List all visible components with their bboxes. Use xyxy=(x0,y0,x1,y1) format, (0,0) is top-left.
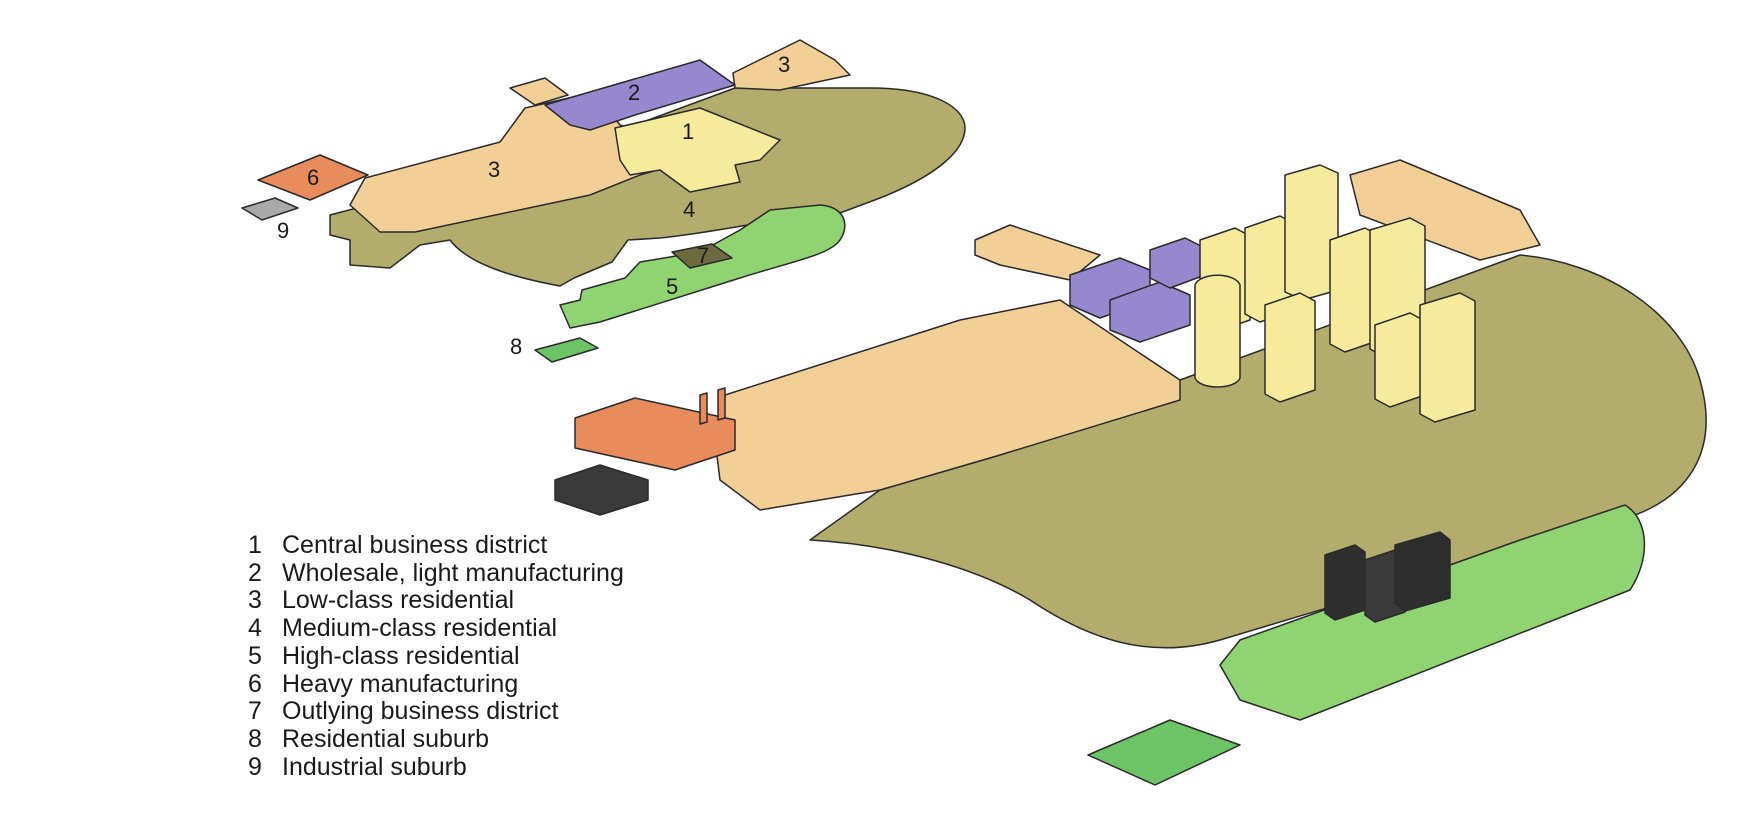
legend-item-text: Medium-class residential xyxy=(282,614,558,643)
zone-map: 1 2 3 3 4 5 6 7 8 9 xyxy=(241,39,966,363)
legend-item: 2 Wholesale, light manufacturing xyxy=(248,558,624,588)
city-wholesale-buildings xyxy=(1069,237,1206,343)
zone-label-8: 8 xyxy=(510,334,522,359)
zone-label-5: 5 xyxy=(666,274,678,299)
zone-label-9: 9 xyxy=(277,218,289,243)
legend-item-text: Residential suburb xyxy=(282,724,490,753)
zone-7-outlying-cbd-area xyxy=(671,243,733,269)
legend: 1 Central business district 2 Wholesale, li… xyxy=(248,531,624,782)
city-heavy-mfg-factory xyxy=(574,387,736,471)
legend-item-number: 1 xyxy=(248,531,262,559)
legend-item: 6 Heavy manufacturing xyxy=(248,669,624,699)
zone-1-cbd-area xyxy=(614,107,781,193)
legend-item: 7 Outlying business district xyxy=(248,698,624,726)
zone-label-3-top: 3 xyxy=(778,52,790,77)
zone-label-2: 2 xyxy=(628,80,640,105)
city-medium-class-ground xyxy=(809,254,1707,649)
legend-item-text: Outlying business district xyxy=(282,697,559,726)
zone-6-heavy-mfg-area xyxy=(257,154,369,201)
zone-3-low-class-strip xyxy=(732,39,851,91)
legend-item-text: High-class residential xyxy=(282,641,520,670)
city-outlying-cbd-towers xyxy=(1324,531,1451,623)
legend-item: 3 Low-class residential xyxy=(248,587,624,615)
zone-label-7: 7 xyxy=(697,243,709,268)
legend-item: 8 Residential suburb xyxy=(248,724,624,754)
legend-item-text: Heavy manufacturing xyxy=(282,669,519,698)
legend-item-text: Wholesale, light manufacturing xyxy=(282,558,624,587)
zone-label-6: 6 xyxy=(307,165,319,190)
legend-item: 4 Medium-class residential xyxy=(248,614,624,643)
zone-3-low-class-tab xyxy=(509,77,569,106)
legend-item: 5 High-class residential xyxy=(248,641,624,671)
city-low-class-ground-top xyxy=(1349,159,1541,261)
legend-item-text: Central business district xyxy=(282,531,548,559)
zone-9-ind-suburb-area xyxy=(241,197,299,221)
legend-item-number: 9 xyxy=(248,752,262,781)
zone-label-1: 1 xyxy=(682,119,694,144)
legend-item-text: Industrial suburb xyxy=(282,752,467,781)
legend-item-number: 8 xyxy=(248,724,262,753)
legend-item-number: 2 xyxy=(248,558,262,587)
city-cbd-towers xyxy=(1194,164,1476,423)
zone-label-4: 4 xyxy=(683,197,695,222)
city-low-class-ground xyxy=(714,299,1181,511)
city-res-suburb-ground xyxy=(1087,719,1241,786)
city-ind-suburb-building xyxy=(554,464,649,516)
zone-label-3-center: 3 xyxy=(488,157,500,182)
legend-item-number: 3 xyxy=(248,586,262,615)
legend-item-text: Low-class residential xyxy=(282,586,515,615)
legend-item-number: 6 xyxy=(248,669,262,698)
zone-5-high-class-area xyxy=(559,204,846,329)
legend-item-number: 4 xyxy=(248,614,262,643)
legend-item-number: 7 xyxy=(248,697,262,726)
legend-item: 1 Central business district xyxy=(248,531,624,560)
city-high-class-ground xyxy=(1219,504,1646,721)
legend-item-number: 5 xyxy=(248,641,262,670)
zone-8-res-suburb-area xyxy=(534,337,599,363)
zone-2-wholesale-area xyxy=(544,59,736,131)
city-illustration xyxy=(554,159,1707,786)
legend-item: 9 Industrial suburb xyxy=(248,752,624,782)
